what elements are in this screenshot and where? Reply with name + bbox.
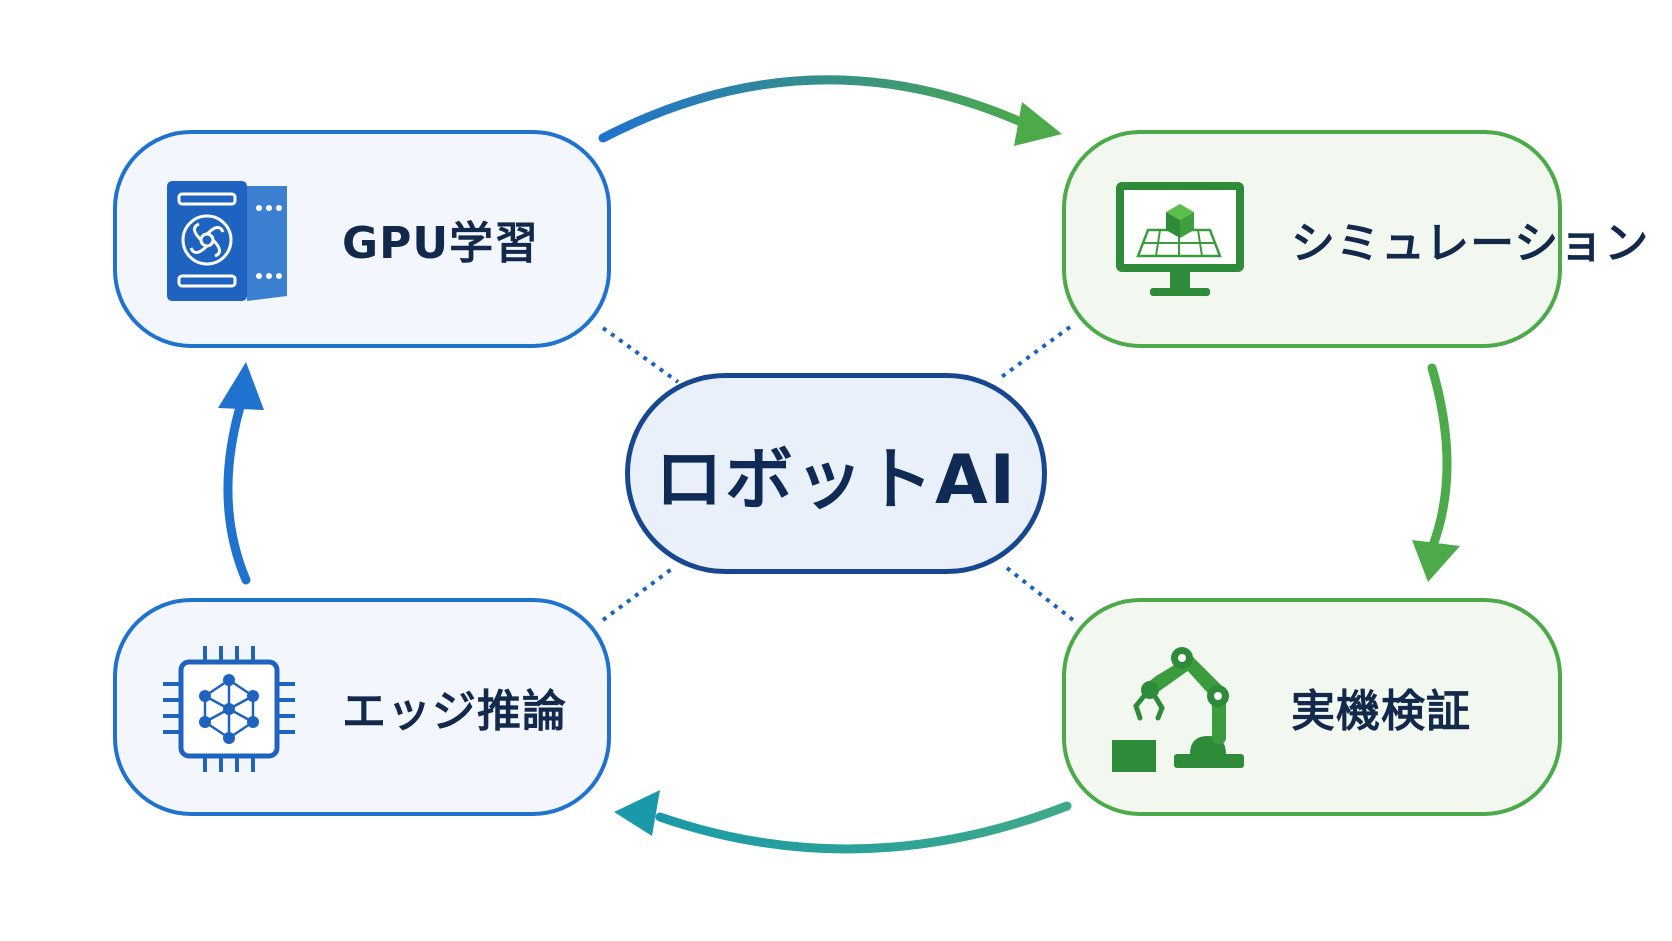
arrow-head-sim xyxy=(1014,102,1062,146)
server-icon xyxy=(167,181,287,301)
connector-edge xyxy=(601,566,675,622)
arrow-head-edge xyxy=(614,790,660,836)
node-label-simulation: シミュレーション xyxy=(1291,218,1650,269)
node-simulation: シミュレーション xyxy=(1062,130,1648,348)
node-label-gpu: GPU学習 xyxy=(342,218,540,269)
monitor-3d-cube-icon xyxy=(1116,182,1244,296)
node-gpu-training: GPU学習 xyxy=(113,130,611,348)
node-label-real: 実機検証 xyxy=(1291,686,1471,737)
connector-sim xyxy=(998,325,1072,380)
ai-chip-icon xyxy=(163,646,295,772)
node-label-edge: エッジ推論 xyxy=(342,686,567,737)
arrow-sim-to-real xyxy=(1427,363,1452,553)
arrow-real-to-edge xyxy=(655,801,1072,854)
connector-gpu xyxy=(601,326,680,384)
center-label: ロボットAI xyxy=(655,441,1017,520)
arrow-head-real xyxy=(1412,540,1460,582)
arrow-edge-to-gpu xyxy=(223,395,251,585)
connector-real xyxy=(1005,566,1075,622)
arrow-gpu-to-sim xyxy=(598,75,1035,143)
arrow-head-gpu xyxy=(218,362,264,410)
node-edge-inference: エッジ推論 xyxy=(113,598,611,816)
node-real-device-verification: 実機検証 xyxy=(1062,598,1562,816)
center-node-robot-ai: ロボットAI xyxy=(625,373,1047,574)
robot-arm-icon xyxy=(1112,647,1244,772)
